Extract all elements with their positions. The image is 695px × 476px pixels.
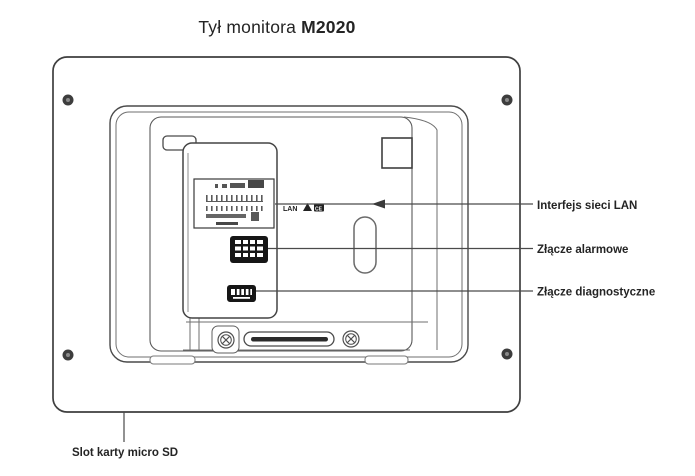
sticker-print (206, 180, 264, 225)
callout-label-alarm: Złącze alarmowe (537, 244, 628, 256)
cable-hole-oval (353, 216, 377, 274)
callout-label-diagnostic: Złącze diagnostyczne (537, 287, 655, 299)
title-prefix: Tył monitora (198, 17, 297, 37)
ce-mark-text: CE (315, 207, 323, 213)
bottom-screw-left-icon (217, 331, 235, 349)
diagnostic-connector (227, 285, 256, 302)
mount-hole-square (381, 137, 413, 169)
screw-bottom-left-icon (62, 349, 74, 361)
corner-screws (62, 94, 513, 361)
callout-label-sd: Slot karty micro SD (72, 447, 178, 459)
bottom-screw-right-icon (342, 330, 360, 348)
screw-top-left-icon (62, 94, 74, 106)
warning-triangle-icon (303, 203, 312, 211)
shell-side-edge (403, 116, 438, 350)
callout-label-lan: Interfejs sieci LAN (537, 200, 637, 212)
panel-marking-lan: LAN CE (283, 203, 324, 213)
leader-lines (123, 203, 533, 442)
stand-foot-left (149, 355, 196, 365)
terminal-pin-row-1 (206, 195, 263, 202)
leader-arrowhead-lan (372, 199, 385, 209)
ce-mark-icon (314, 204, 324, 212)
screw-top-right-icon (501, 94, 513, 106)
lan-marking-text: LAN (283, 206, 297, 213)
title-model-number: M2020 (301, 17, 356, 37)
screw-bottom-right-icon (501, 348, 513, 360)
bottom-slot-opening (251, 337, 328, 342)
terminal-pin-row-2 (206, 206, 263, 211)
stand-foot-right (364, 355, 409, 365)
alarm-connector (230, 236, 268, 263)
